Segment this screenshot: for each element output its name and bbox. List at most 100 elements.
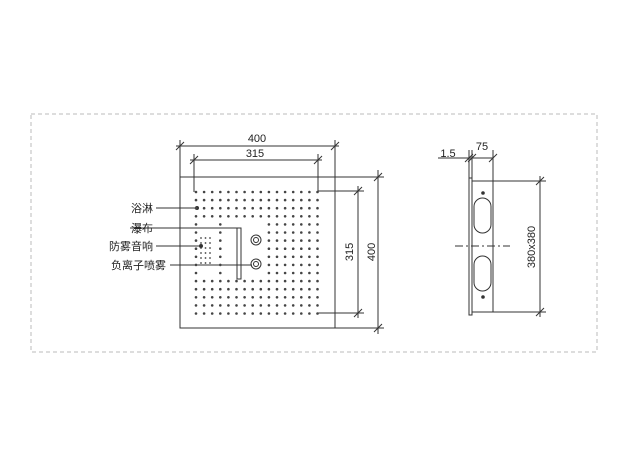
rain-hole [283,312,287,315]
rain-hole [300,312,303,315]
rain-hole [202,296,206,299]
rain-hole [219,223,222,226]
rain-hole [308,312,311,315]
rain-hole [194,296,198,299]
rain-hole [202,304,206,307]
rain-hole [235,206,238,210]
rain-hole [283,271,287,275]
rain-hole [291,296,295,299]
rain-hole [251,296,254,299]
rain-hole [291,304,295,307]
rain-hole [291,271,295,275]
rain-hole [219,271,222,275]
dim-outer-height [335,170,384,334]
rain-hole [316,312,319,315]
rain-hole [308,206,311,210]
rain-hole [219,263,222,267]
rain-hole [210,206,214,210]
rain-hole [291,231,295,234]
rain-hole [308,198,311,202]
dashed-border [30,113,598,353]
rain-hole [283,304,287,307]
rain-hole [283,247,287,250]
rain-hole [251,279,254,283]
rain-hole [275,263,279,267]
rain-hole [291,190,295,194]
rain-hole [283,231,287,234]
rain-hole [200,257,202,259]
rain-hole [308,271,311,275]
rain-hole [194,239,198,242]
rain-hole [267,296,271,299]
rain-hole [308,304,311,307]
rain-hole [259,312,263,315]
dim-inner-height [318,186,364,318]
rain-hole [209,257,211,259]
rain-hole [235,279,238,283]
rain-hole [275,247,279,250]
rain-hole [316,223,319,226]
rain-hole [210,287,214,291]
rain-hole [243,304,246,307]
rain-hole [227,190,230,194]
rain-hole [275,223,279,226]
rain-hole [259,287,263,291]
rain-hole [204,262,207,264]
rain-hole [202,190,206,194]
rain-hole [194,312,198,315]
rain-hole [308,255,311,259]
rain-hole [283,198,287,202]
rain-hole [209,262,211,264]
rain-hole [300,223,303,226]
rain-hole [291,263,295,267]
rain-hole [194,247,198,250]
rain-hole [210,198,214,202]
rain-hole [243,206,246,210]
rain-hole [300,263,303,267]
dim-outer-width [175,140,340,177]
rain-hole [291,247,295,250]
rain-hole [194,198,198,202]
rain-hole [210,304,214,307]
rain-hole [300,247,303,250]
rain-hole [300,190,303,194]
rain-hole [259,190,263,194]
rain-hole [209,237,211,239]
rain-hole [235,215,238,218]
rain-hole [219,215,222,218]
rain-hole [275,304,279,307]
rain-hole [283,287,287,291]
rain-hole [210,312,214,315]
rain-hole [283,223,287,226]
rain-hole [316,279,319,283]
dim-size-text: 380x380 [526,226,538,268]
rain-hole [219,239,222,242]
side-oval-lower [473,255,492,292]
rain-hole [202,312,206,315]
rain-hole [219,312,222,315]
rain-hole [204,237,207,239]
rain-hole [291,255,295,259]
rain-hole [194,215,198,218]
dim-depth-text: 75 [476,141,488,153]
spray-nozzle-upper [250,234,262,246]
rain-hole [227,279,230,283]
rain-hole [243,198,246,202]
rain-hole [283,215,287,218]
rain-hole [291,312,295,315]
rain-hole [267,206,271,210]
rain-hole [235,198,238,202]
dim-outer-width-text: 400 [248,133,266,145]
rain-hole [204,247,207,249]
rain-hole [210,215,214,218]
rain-hole [308,247,311,250]
rain-hole [291,279,295,283]
rain-hole [283,190,287,194]
dim-thickness-text: 1.5 [440,148,455,160]
rain-hole [283,255,287,259]
rain-hole [219,279,222,283]
rain-hole [316,247,319,250]
rain-hole [251,312,254,315]
rain-hole [259,296,263,299]
rain-hole [275,231,279,234]
